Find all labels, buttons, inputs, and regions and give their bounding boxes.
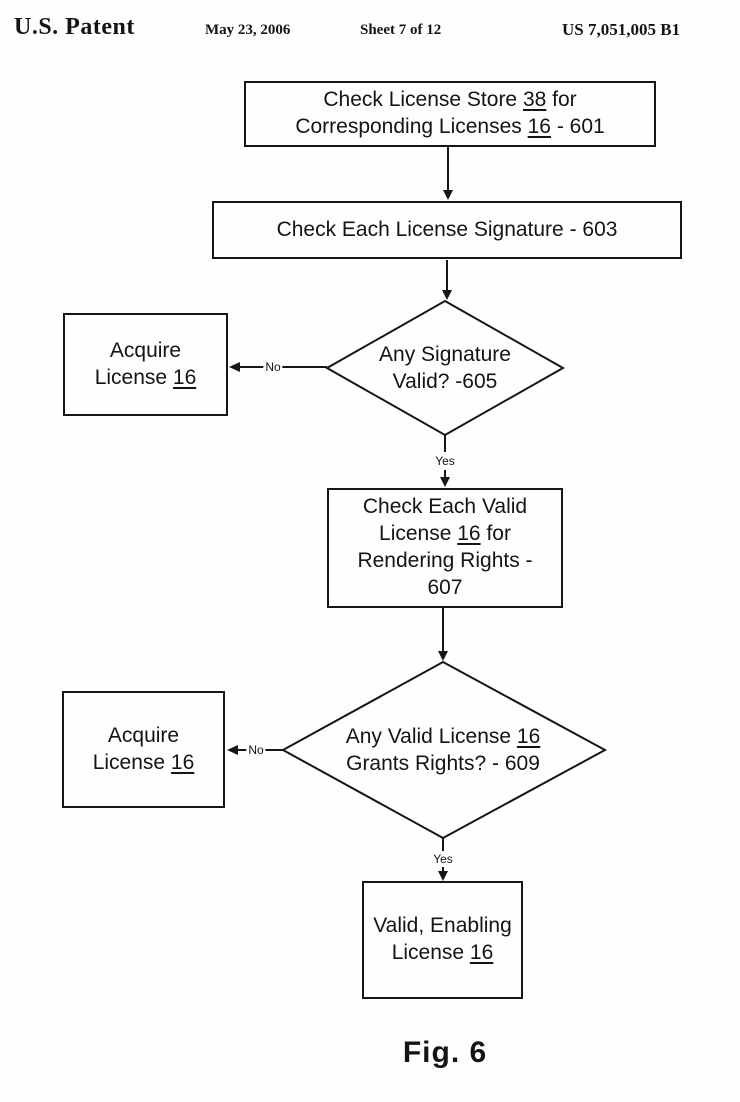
- process-box-607: Check Each Valid License 16 for Renderin…: [327, 488, 563, 608]
- reference-numeral-16: 16: [457, 522, 481, 546]
- process-box-607-line4: 607: [427, 575, 463, 599]
- process-box-607-line2: License 16 for: [379, 521, 511, 548]
- process-box-601-line2: Corresponding Licenses 16 - 601: [295, 114, 604, 141]
- patent-header-date: May 23, 2006: [205, 22, 291, 38]
- no-branch-label-1: No: [263, 360, 283, 374]
- acquire-2-line2: License 16: [93, 750, 195, 777]
- final-box-line1: Valid, Enabling: [373, 914, 512, 938]
- process-box-603: Check Each License Signature - 603: [212, 201, 682, 259]
- acquire-2-line1: Acquire: [107, 723, 180, 747]
- decision-605-line2: Valid? -605: [392, 370, 498, 394]
- reference-numeral-38: 38: [522, 88, 547, 112]
- process-box-601: Check License Store 38 for Corresponding…: [244, 81, 656, 147]
- acquire-license-box-1: Acquire License 16: [63, 313, 228, 416]
- arrowhead-601-603: [443, 190, 453, 200]
- text-segment: License: [94, 365, 173, 389]
- patent-header-number: US 7,051,005 B1: [562, 20, 681, 39]
- process-box-603-label: Check Each License Signature - 603: [276, 217, 618, 241]
- arrowhead-605-yes: [440, 477, 450, 487]
- acquire-1-line2: License 16: [95, 365, 197, 392]
- arrowhead-609-yes: [438, 871, 448, 881]
- text-segment: for: [480, 522, 511, 546]
- process-box-607-line1: Check Each Valid: [362, 495, 528, 519]
- text-segment: Any Valid License: [345, 725, 517, 748]
- arrowhead-605-no: [229, 362, 240, 372]
- reference-numeral-16: 16: [527, 115, 551, 138]
- acquire-license-box-2: Acquire License 16: [62, 691, 225, 808]
- final-box-line2: License 16: [392, 940, 494, 967]
- decision-605-text: Any Signature Valid? -605: [335, 341, 555, 396]
- text-segment: Corresponding Licenses: [295, 115, 528, 138]
- text-segment: for: [546, 88, 577, 112]
- patent-header-title: U.S. Patent: [14, 14, 135, 40]
- text-segment: License: [391, 941, 470, 964]
- process-box-607-line3: Rendering Rights -: [357, 549, 533, 572]
- valid-enabling-license-box: Valid, Enabling License 16: [362, 881, 523, 999]
- text-segment: Check License Store: [323, 88, 523, 112]
- reference-numeral-16: 16: [516, 725, 541, 748]
- arrowhead-609-no: [227, 745, 238, 755]
- no-branch-label-2: No: [246, 743, 266, 757]
- decision-609-text: Any Valid License 16 Grants Rights? - 60…: [308, 723, 578, 778]
- patent-header-sheet: Sheet 7 of 12: [360, 22, 442, 38]
- decision-609-line1: Any Valid License 16: [308, 723, 578, 750]
- arrowhead-607-609: [438, 651, 448, 661]
- arrowhead-603-605: [442, 290, 452, 300]
- figure-caption: Fig. 6: [402, 1036, 488, 1069]
- reference-numeral-16: 16: [170, 750, 195, 774]
- yes-branch-label-2: Yes: [431, 852, 455, 866]
- process-box-601-line1: Check License Store 38 for: [323, 87, 576, 114]
- text-segment: License: [92, 750, 171, 774]
- acquire-1-line1: Acquire: [109, 338, 182, 362]
- reference-numeral-16: 16: [469, 941, 494, 964]
- yes-branch-label-1: Yes: [433, 454, 457, 468]
- text-segment: License: [379, 522, 458, 546]
- decision-605-line1: Any Signature: [379, 343, 511, 366]
- reference-numeral-16: 16: [172, 365, 197, 389]
- text-segment: - 601: [550, 115, 605, 138]
- decision-609-line2: Grants Rights? - 609: [346, 752, 540, 776]
